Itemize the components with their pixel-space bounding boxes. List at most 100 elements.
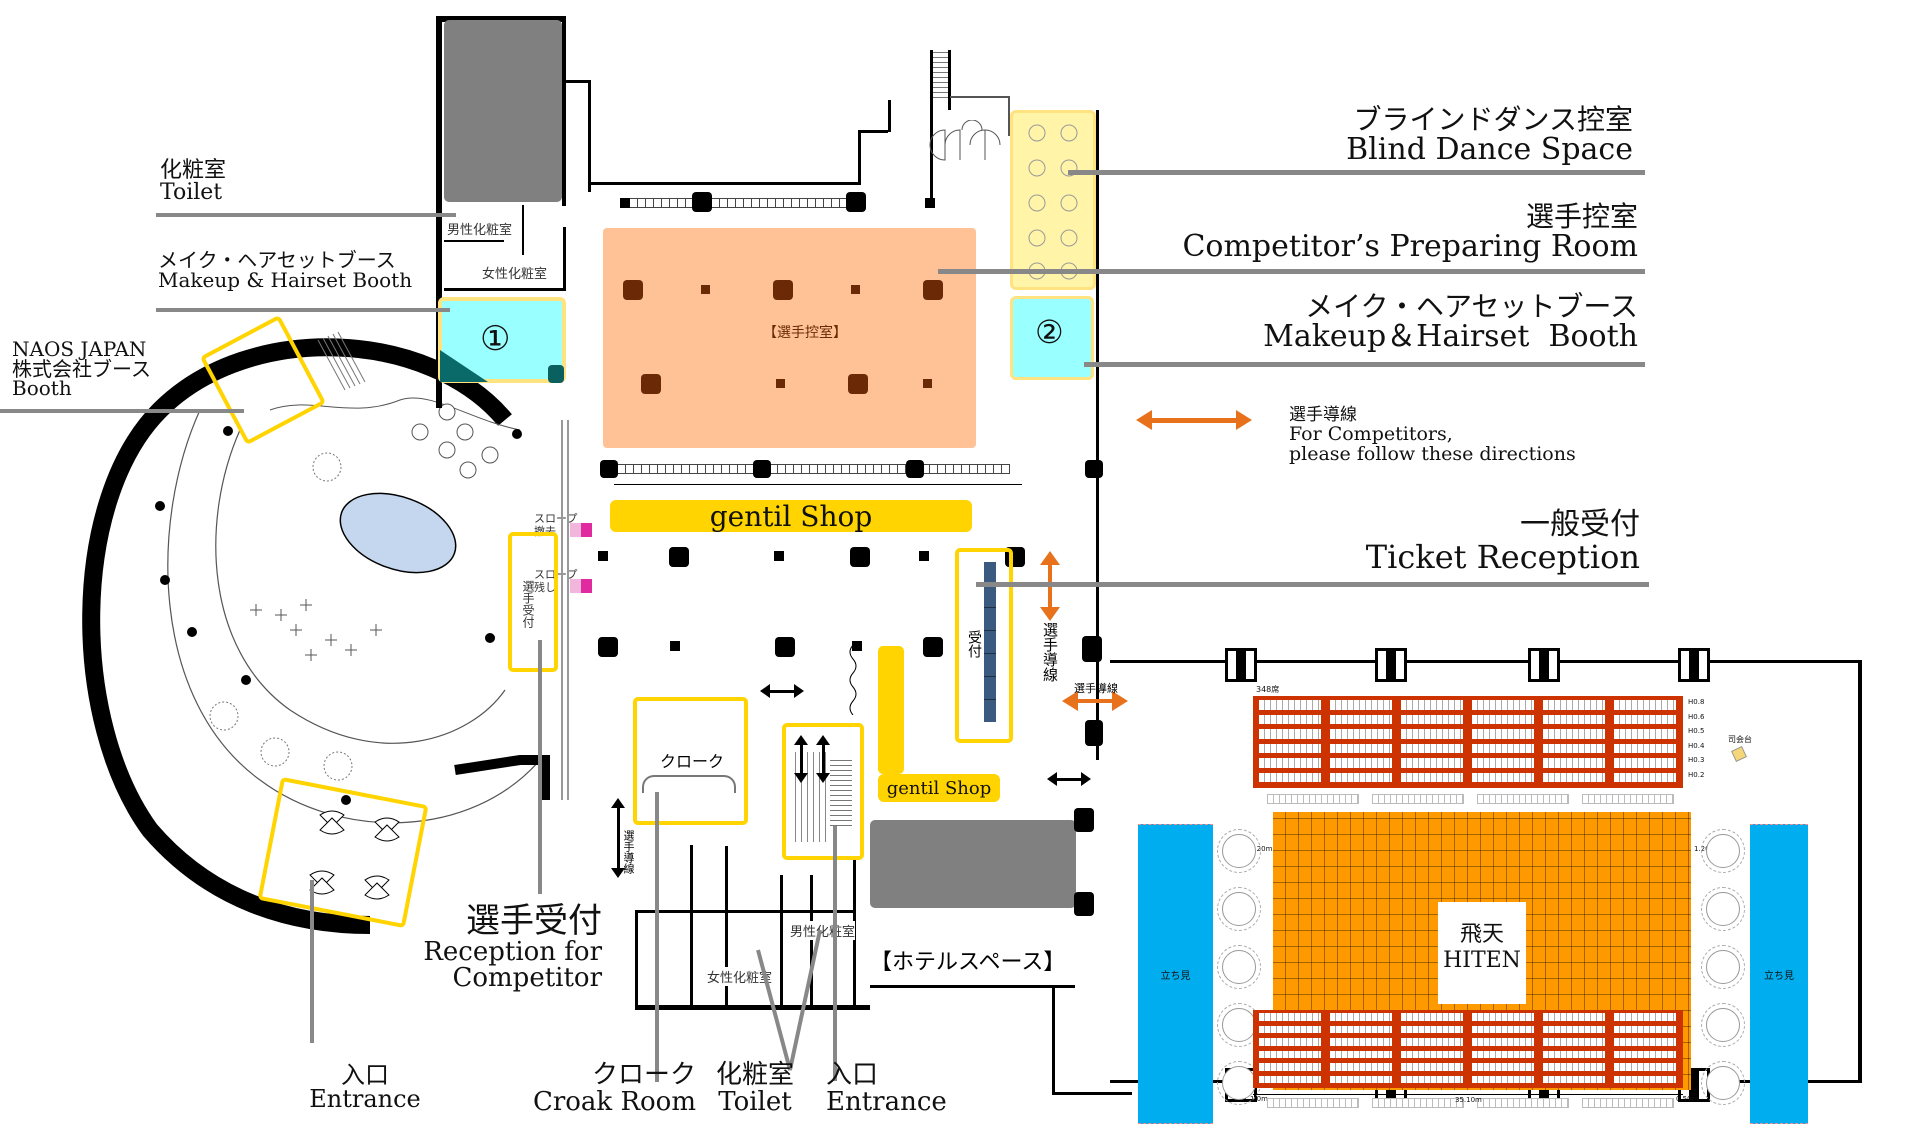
round-table: [1701, 1003, 1745, 1047]
callout-makeup-booth-2: メイク・ヘアセットブース Makeup＆Hairset Booth: [1150, 292, 1638, 354]
pillar: [1074, 892, 1094, 916]
seat-block: [1614, 729, 1676, 739]
cloak-room[interactable]: [633, 697, 748, 825]
grey-room-top-wall: [436, 16, 564, 22]
seat-block: [1472, 1025, 1534, 1033]
competitor-path-left-arrow: [611, 798, 625, 878]
seat-block: [1401, 758, 1463, 768]
callout-toilet-top: 化粧室 Toilet: [160, 159, 226, 205]
booth-2-number: ②: [1035, 313, 1064, 351]
callout-makeup-booth-2-en: Makeup＆Hairset Booth: [1263, 318, 1638, 354]
front-chairs: [1582, 794, 1674, 804]
round-table: [1701, 829, 1745, 873]
wall-segment: [858, 130, 861, 185]
competitor-room[interactable]: 【選手控室】: [603, 228, 976, 448]
wall-segment: [1052, 985, 1055, 1095]
direction-legend-arrow: [1136, 410, 1252, 430]
seat-block: [1259, 714, 1321, 724]
pillar: [923, 637, 943, 657]
seat-block: [1543, 743, 1605, 753]
seat-block: [1259, 1050, 1321, 1058]
seat-block: [1472, 1050, 1534, 1058]
wall-segment: [930, 50, 933, 200]
seat-block: [1401, 1013, 1463, 1021]
seat-block: [1614, 1063, 1676, 1071]
lobby-outer-wall: [82, 338, 512, 934]
makeup-booth-1[interactable]: ①: [438, 297, 566, 383]
wall-segment: [870, 985, 1075, 988]
gentil-shop-main[interactable]: gentil Shop: [610, 500, 972, 533]
gentil-shop-small[interactable]: gentil Shop: [878, 774, 1000, 802]
makeup-booth-2[interactable]: ②: [1010, 296, 1094, 380]
seat-block: [1330, 1013, 1392, 1021]
lobby-pillars: [155, 426, 522, 805]
competitor-reception-booth[interactable]: [508, 532, 558, 672]
seat-block: [1330, 1038, 1392, 1046]
mens-toilet-top-label: 男性化粧室: [447, 219, 513, 238]
standing-area-left[interactable]: 立ち見: [1138, 824, 1213, 1124]
fountain: [339, 492, 457, 574]
reception-small-label: 受付: [966, 630, 982, 658]
callout-makeup-booth-1-jp: メイク・ヘアセットブース: [158, 248, 396, 272]
blind-dance-space[interactable]: [1010, 110, 1096, 290]
seat-block: [1472, 743, 1534, 753]
leader-line-cloak: [655, 792, 659, 1082]
wall-segment: [780, 875, 783, 1005]
ticket-reception-booth[interactable]: [955, 548, 1013, 743]
mc-table-icon: [1731, 746, 1747, 762]
dimension-width-line: [1253, 1094, 1683, 1095]
pillar: [776, 379, 785, 388]
seat-block: [1330, 1025, 1392, 1033]
round-table: [1701, 887, 1745, 931]
callout-ticket-reception-jp: 一般受付: [1520, 507, 1640, 542]
cafe-tables: [411, 403, 499, 479]
seat-block: [1401, 1075, 1463, 1083]
callout-toilet-bottom-jp: 化粧室: [715, 1060, 794, 1090]
callout-blind-dance: ブラインドダンス控室 Blind Dance Space: [1250, 105, 1633, 165]
mc-table-label: 司会台: [1728, 735, 1752, 744]
pillar-pair: [1528, 648, 1560, 682]
callout-entrance-right-jp: 入口: [826, 1060, 879, 1090]
escalator-area[interactable]: [782, 723, 864, 860]
leader-line-entrance-right: [833, 826, 837, 1081]
east-corridor-wall: [1096, 380, 1099, 760]
pillar-pair: [1678, 648, 1710, 682]
pillar: [1085, 720, 1103, 746]
lobby-inner-arc: [167, 409, 541, 824]
grey-block-lower: [870, 820, 1076, 908]
competitor-path-left-label: 選手導線: [622, 830, 635, 874]
leader-line-ticket-reception: [976, 582, 1649, 587]
slope-kept-marker: [570, 579, 592, 593]
round-table: [1217, 945, 1261, 989]
lobby-inner-arc-2: [215, 429, 506, 744]
hotel-space-label: 【ホテルスペース】: [870, 950, 1066, 975]
pillar: [620, 198, 630, 208]
seat-block: [1543, 758, 1605, 768]
pillar: [641, 374, 661, 394]
seat-block: [1259, 758, 1321, 768]
seat-row-label: H0.4: [1688, 741, 1705, 750]
seat-block: [1259, 743, 1321, 753]
pillar: [774, 551, 784, 561]
callout-entrance-right: 入口 Entrance: [826, 1062, 947, 1115]
pillar: [598, 637, 618, 657]
competitor-room-label: 【選手控室】: [763, 325, 847, 341]
wall-segment: [444, 240, 504, 242]
reception-counter: [984, 562, 996, 722]
pillar: [906, 460, 924, 478]
callout-ticket-reception: 一般受付 Ticket Reception: [1200, 507, 1640, 573]
revolving-doors-icon: [309, 810, 400, 900]
ballroom-top-wall: [1110, 660, 1862, 663]
callout-direction-legend-jp: 選手導線: [1289, 405, 1357, 425]
pillar: [670, 641, 680, 651]
seat-block: [1543, 1025, 1605, 1033]
standing-area-right[interactable]: 立ち見: [1750, 824, 1808, 1124]
seat-block: [1543, 1063, 1605, 1071]
pillar: [848, 374, 868, 394]
seat-block: [1543, 700, 1605, 710]
callout-cloak-room: クローク Croak Room: [520, 1062, 696, 1115]
seating-rows-top: [1259, 700, 1679, 788]
dim-bottom-right-label: 0.50m: [1676, 1095, 1699, 1103]
wall-segment: [1008, 96, 1010, 136]
seat-block: [1401, 714, 1463, 724]
